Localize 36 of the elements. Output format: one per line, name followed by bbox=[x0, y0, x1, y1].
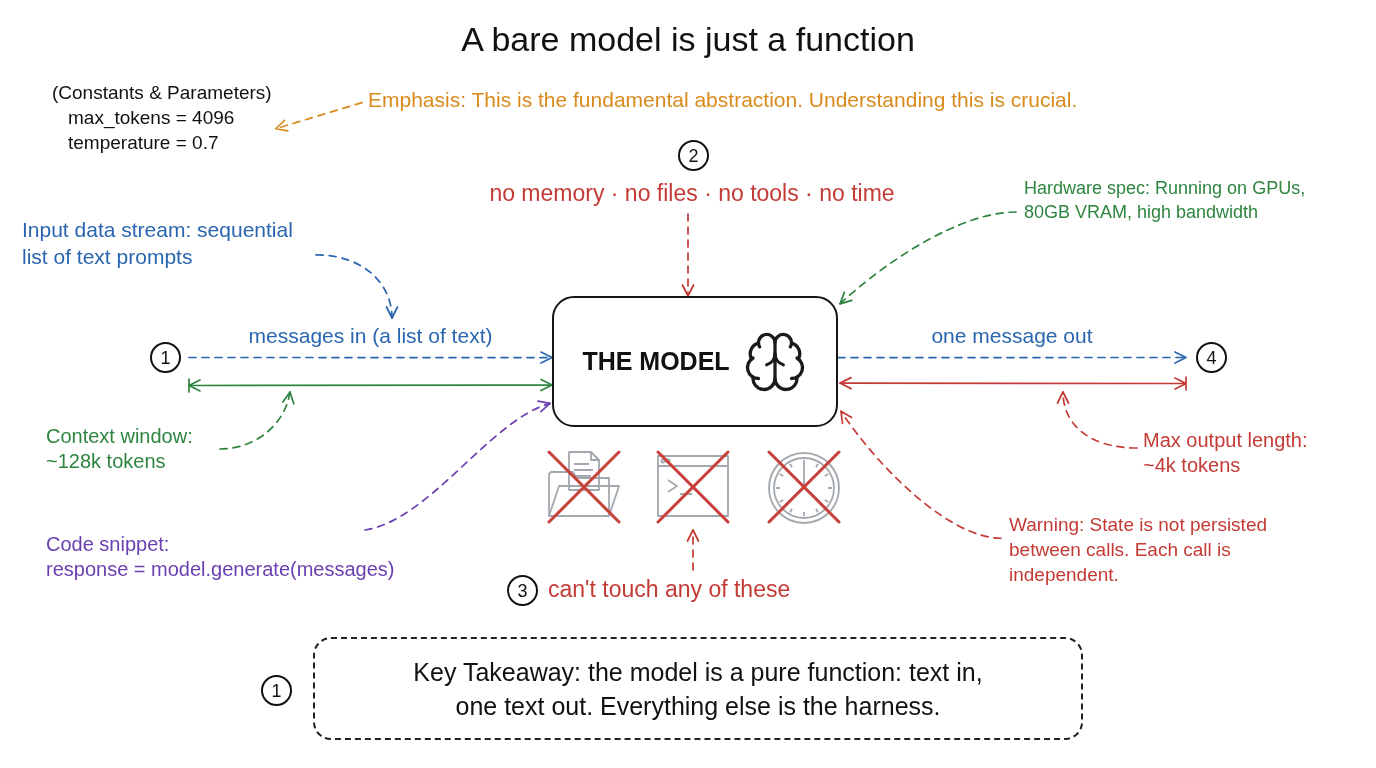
annotation-text: Input data stream: sequential list of text prompts bbox=[22, 216, 312, 270]
circled-number: 2 bbox=[678, 140, 709, 171]
dashed-leader-arrow bbox=[219, 391, 294, 450]
double-headed-arrow bbox=[188, 378, 553, 393]
annotation-text: Warning: State is not persisted between calls. Each call is independent. bbox=[1009, 512, 1329, 587]
code-line: max_tokens = 4096 bbox=[67, 106, 235, 130]
takeaway-box bbox=[313, 637, 1083, 740]
circled-number: 4 bbox=[1196, 342, 1227, 373]
model-box bbox=[552, 296, 838, 427]
circled-number: 1 bbox=[261, 675, 292, 706]
annotation-text: can't touch any of these bbox=[548, 574, 791, 604]
dashed-arrow bbox=[839, 211, 1017, 305]
dashed-arrow bbox=[364, 401, 551, 531]
annotation-heading: Code snippet: bbox=[46, 532, 170, 557]
code-line: temperature = 0.7 bbox=[67, 131, 219, 155]
double-headed-arrow bbox=[839, 376, 1187, 391]
annotation-text: Max output length: ~4k tokens bbox=[1143, 428, 1343, 478]
circled-number: 3 bbox=[507, 575, 538, 606]
circled-number: 1 bbox=[150, 342, 181, 373]
dashed-leader-arrow bbox=[1057, 391, 1138, 449]
dashed-arrow bbox=[840, 410, 1002, 540]
dashed-leader-arrow bbox=[315, 254, 398, 319]
model-label: THE MODEL bbox=[582, 345, 730, 377]
dashed-arrow bbox=[681, 213, 695, 297]
annotation-text: Emphasis: This is the fundamental abstraction. Understanding this is crucial. bbox=[368, 87, 1078, 113]
parameters-heading: (Constants & Parameters) bbox=[52, 81, 272, 105]
code-line: response = model.generate(messages) bbox=[46, 557, 395, 582]
dashed-arrow bbox=[837, 351, 1187, 364]
dashed-arrow bbox=[686, 529, 700, 571]
annotation-text: Hardware spec: Running on GPUs, 80GB VRAM, high bandwidth bbox=[1024, 176, 1324, 224]
dashed-arrow bbox=[188, 351, 553, 364]
takeaway-text: Key Takeaway: the model is a pure function: text in, one text out. Everything else is the harness. bbox=[412, 656, 984, 722]
annotation-text: Context window: ~128k tokens bbox=[46, 424, 216, 474]
dashed-arrow bbox=[274, 101, 363, 132]
diagram-title: A bare model is just a function bbox=[461, 19, 915, 60]
constraints-text: no memory · no files · no tools · no time bbox=[489, 178, 895, 208]
